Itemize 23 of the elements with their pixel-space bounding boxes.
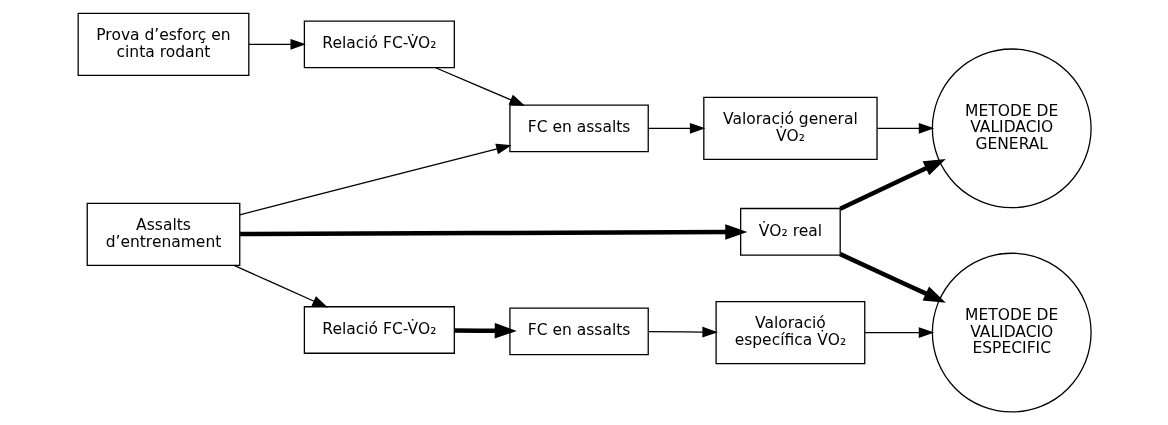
arrow <box>247 38 306 50</box>
arrow <box>238 143 512 216</box>
node-circle: METODE DE VALIDACIO GENERAL <box>931 48 1092 209</box>
arrow <box>876 122 934 134</box>
arrow <box>838 252 946 303</box>
node-box: Relació FC-V̇O₂ <box>303 20 455 69</box>
arrow <box>434 67 525 106</box>
arrow <box>838 158 946 211</box>
arrow <box>239 224 747 240</box>
arrow <box>864 327 934 338</box>
node-box: Valoració específica V̇O₂ <box>714 300 865 365</box>
node-box: Relació FC-V̇O₂ <box>303 306 455 354</box>
node-box: Assalts d’entrenament <box>86 202 240 266</box>
node-box: FC en assalts <box>508 104 649 153</box>
arrow <box>232 264 328 308</box>
node-box: Prova d’esforç en cinta rodant <box>77 12 249 76</box>
arrow <box>647 326 718 338</box>
arrow <box>454 323 517 339</box>
node-box: V̇O₂ real <box>739 207 841 256</box>
arrow <box>647 122 705 134</box>
node-box: Valoració general V̇O₂ <box>702 96 878 160</box>
node-box: FC en assalts <box>508 307 649 356</box>
node-circle: METODE DE VALIDACIO ESPECIFIC <box>931 252 1092 413</box>
